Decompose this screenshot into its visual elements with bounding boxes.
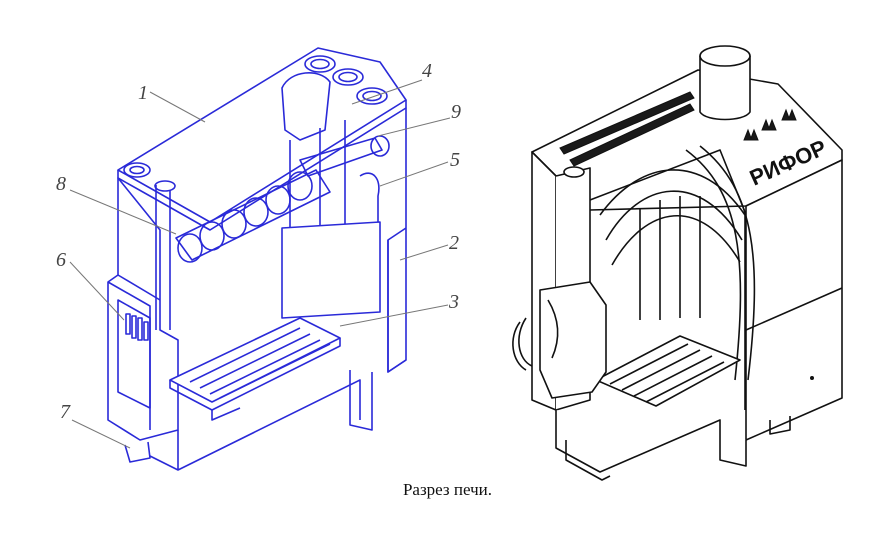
grate — [169, 317, 341, 403]
left-wall — [107, 177, 179, 441]
partition-plate — [281, 221, 381, 319]
blue-line-drawing — [69, 47, 451, 471]
callout-8: 8 — [56, 173, 66, 195]
render-grate — [595, 335, 741, 407]
render-side-door — [539, 281, 607, 399]
figure-caption: Разрез печи. — [402, 480, 493, 499]
callout-7: 7 — [60, 401, 71, 423]
callout-6: 6 — [56, 249, 66, 271]
render-right-block — [745, 159, 843, 441]
callout-5: 5 — [450, 149, 460, 171]
right-wall — [387, 107, 407, 373]
callout-9: 9 — [451, 101, 461, 123]
callout-1: 1 — [138, 82, 148, 104]
black-render: РИФОР — [512, 45, 843, 481]
callout-4: 4 — [422, 60, 432, 82]
render-chimney — [699, 56, 751, 121]
callout-2: 2 — [449, 232, 459, 254]
callout-3: 3 — [448, 291, 459, 313]
